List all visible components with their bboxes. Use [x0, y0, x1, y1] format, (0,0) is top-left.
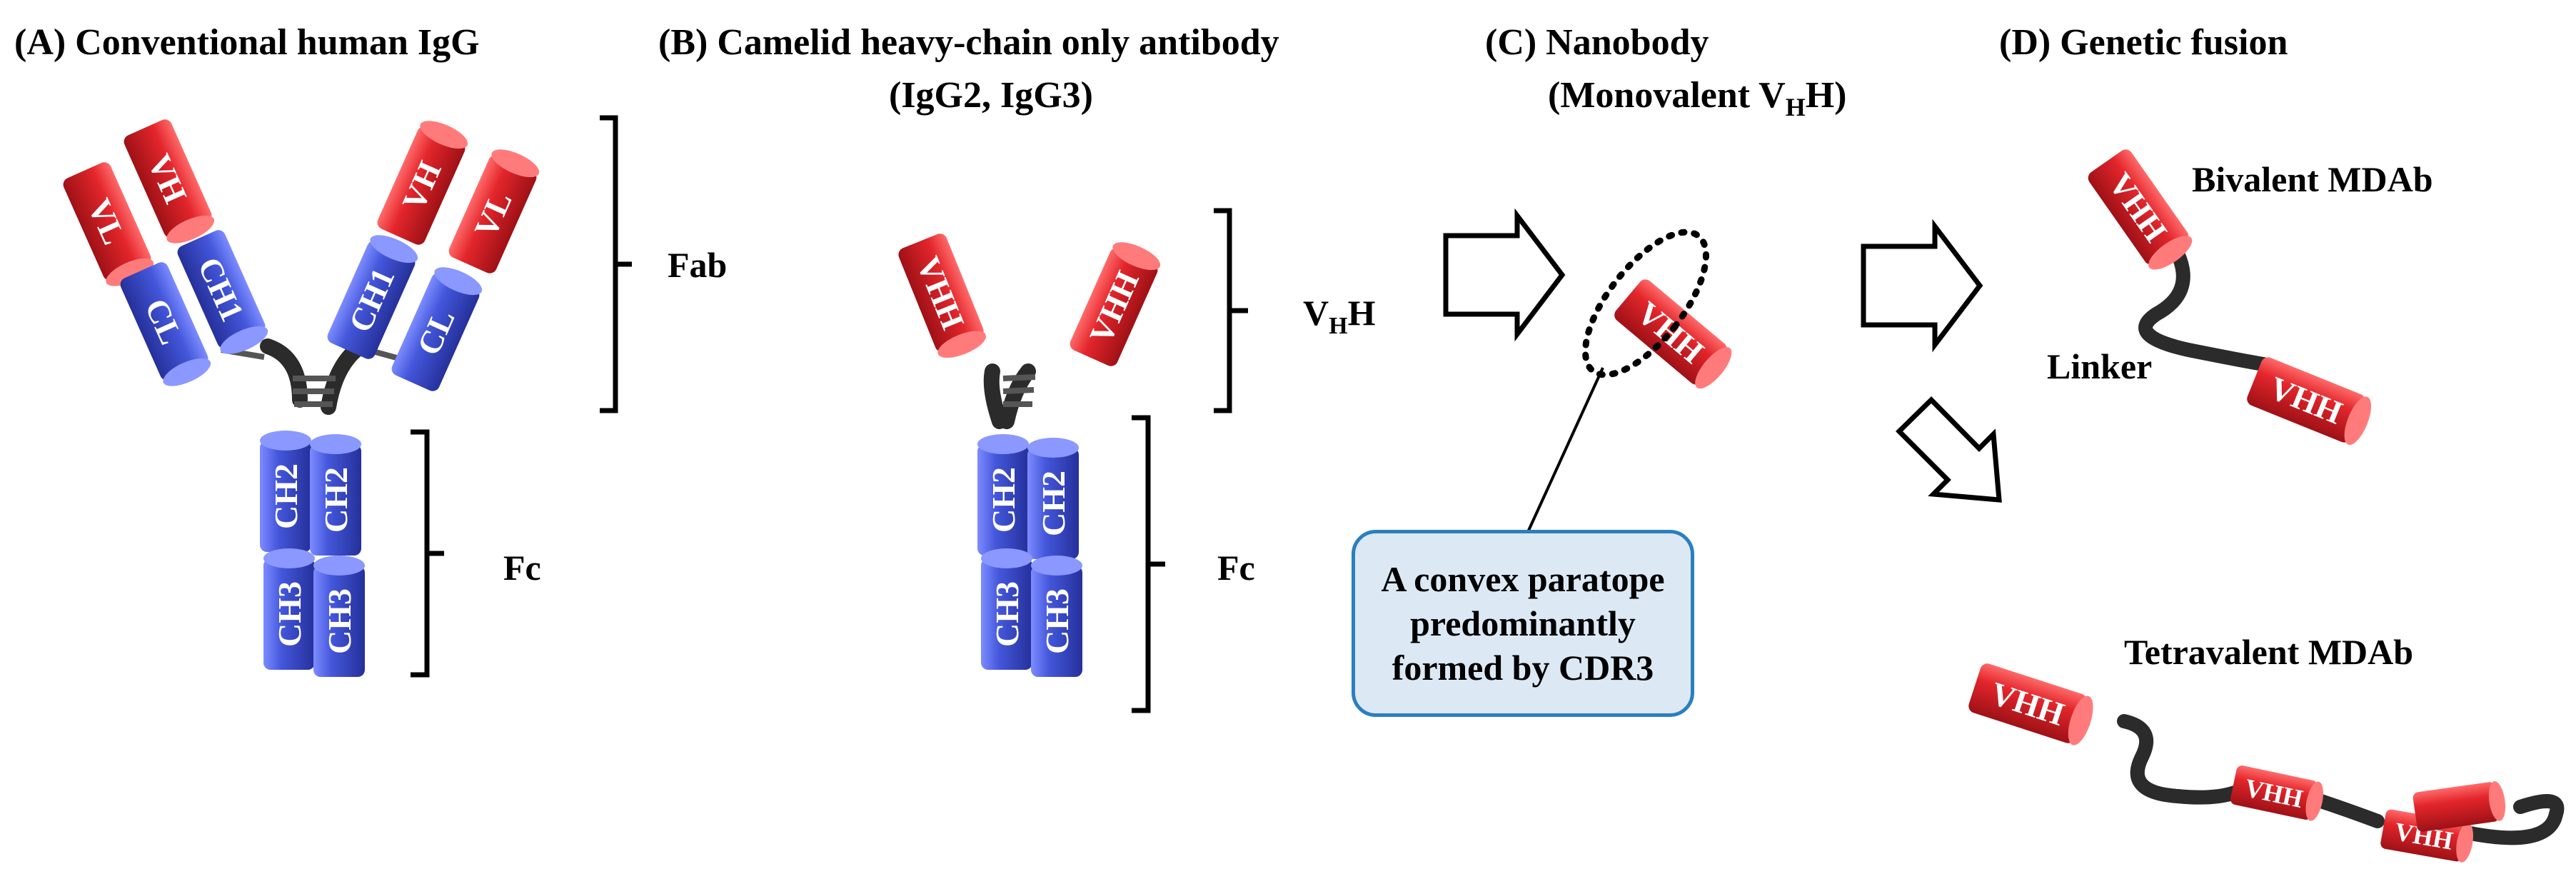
- bivalent-label: Bivalent MDAb: [2192, 159, 2433, 199]
- tetravalent-linker: [2456, 794, 2565, 845]
- vhh-domain: VHH: [1966, 661, 2098, 748]
- hcab-hinge-left: [983, 363, 1007, 429]
- panel-c-title-line2: (Monovalent VHH): [1548, 75, 1846, 121]
- ch2-domain: CH2: [310, 434, 361, 556]
- vh-domain: VH: [121, 117, 218, 249]
- svg-text:CH2: CH2: [1035, 471, 1072, 536]
- tetravalent-label: Tetravalent MDAb: [2124, 632, 2413, 672]
- arrow-to-nanobody: [1443, 208, 1566, 342]
- callout-line-1: A convex paratope: [1381, 559, 1665, 599]
- vl-domain: VL: [61, 160, 158, 292]
- bivalent-linker: [2138, 246, 2270, 371]
- vh-domain: VH: [375, 115, 472, 247]
- ch2-domain: CH2: [977, 434, 1029, 556]
- vhh-domain: [2412, 780, 2508, 833]
- fc-label-igg: Fc: [503, 548, 541, 588]
- callout-line-2: predominantly: [1410, 603, 1636, 643]
- panel-b-title-line1: (B) Camelid heavy-chain only antibody: [658, 22, 1279, 63]
- svg-text:CH2: CH2: [268, 463, 304, 529]
- igg-structure: VL CL VH CH1 VH CH1 VL CL CH2 CH2 CH3 CH…: [61, 115, 543, 677]
- vhh-domain: VHH: [2229, 764, 2327, 823]
- panel-c-title-post: H): [1806, 75, 1847, 116]
- vhh-bracket-label: VHH: [1303, 293, 1376, 339]
- vl-domain: VL: [446, 144, 543, 276]
- fc-bracket-igg: [411, 429, 444, 678]
- panel-c-title-line1: (C) Nanobody: [1485, 22, 1709, 63]
- svg-text:CH3: CH3: [321, 588, 358, 654]
- panel-d-title: (D) Genetic fusion: [1999, 22, 2288, 63]
- svg-text:CH3: CH3: [271, 581, 308, 647]
- callout-line-3: formed by CDR3: [1392, 648, 1654, 688]
- svg-text:CH3: CH3: [989, 581, 1025, 647]
- ch3-domain: CH3: [313, 556, 365, 677]
- cdr3-paratope-outline: [1582, 228, 1709, 378]
- vhh-domain: VHH: [896, 231, 990, 363]
- fc-bracket-hcab: [1132, 415, 1165, 713]
- arrow-to-tetravalent: [1896, 396, 2002, 503]
- panel-a-title: (A) Conventional human IgG: [14, 22, 480, 63]
- cl-domain: CL: [118, 260, 215, 392]
- vhh-domain: VHH: [1067, 236, 1164, 368]
- panel-b-title-line2: (IgG2, IgG3): [889, 75, 1093, 116]
- ch2-domain: CH2: [1027, 438, 1079, 559]
- arrow-to-bivalent: [1861, 219, 1983, 353]
- disulfide-bond: [1002, 374, 1036, 381]
- vhh-domain: VHH: [2245, 355, 2377, 448]
- tetravalent-linker: [2310, 793, 2385, 828]
- callout-pointer: [1526, 367, 1604, 533]
- vhh-bracket: [1214, 208, 1248, 413]
- linker-label: Linker: [2047, 346, 2152, 386]
- panel-c-title-pre: (Monovalent V: [1548, 75, 1786, 116]
- nanobody-vhh: VHH: [1611, 276, 1738, 394]
- hcab-structure: VHH VHH CH2 CH2 CH3 CH3: [896, 231, 1164, 677]
- ch3-domain: CH3: [263, 548, 315, 670]
- fc-label-hcab: Fc: [1217, 548, 1255, 588]
- panel-c-title-sub: H: [1786, 93, 1806, 121]
- disulfide-bond: [1002, 387, 1035, 394]
- vhh-domain: VHH: [2085, 146, 2198, 276]
- tetravalent-linker: [2117, 714, 2242, 805]
- svg-text:CH2: CH2: [318, 467, 354, 533]
- svg-text:CH3: CH3: [1039, 588, 1075, 654]
- cl-domain: CL: [389, 261, 486, 393]
- paratope-callout: A convex paratope predominantly formed b…: [1352, 530, 1694, 717]
- ch2-domain: CH2: [260, 431, 311, 552]
- svg-text:CH2: CH2: [985, 467, 1022, 533]
- ch3-domain: CH3: [1031, 556, 1082, 677]
- fab-bracket: [600, 115, 632, 413]
- ch3-domain: CH3: [981, 548, 1032, 670]
- fab-label: Fab: [668, 245, 727, 285]
